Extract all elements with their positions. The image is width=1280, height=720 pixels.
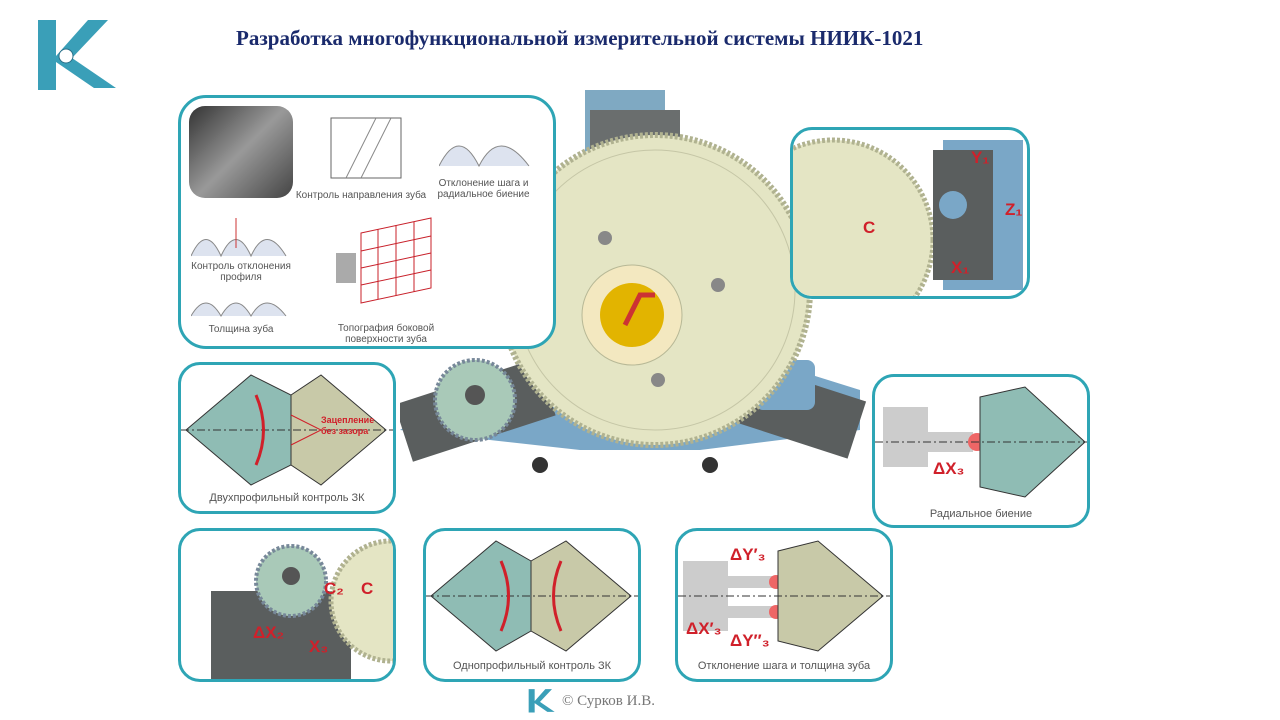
- pitch-thickness-panel: ΔY′₃ ΔY″₃ ΔX′₃ Отклонение шага и толщина…: [675, 528, 893, 682]
- thickness-diagram: [191, 302, 287, 317]
- caption-double-flank: Двухпрофильный контроль ЗК: [209, 492, 365, 504]
- axis-y1-label: Y₁: [971, 148, 990, 167]
- footer: © Сурков И.В.: [528, 688, 655, 714]
- axis-c-label: C: [863, 218, 876, 237]
- x3-label: X₃: [309, 637, 329, 656]
- axis-z1-label: Z₁: [1005, 200, 1023, 219]
- axes-panel: C Y₁ Z₁ X₁: [790, 127, 1030, 299]
- caption-single-flank: Однопрофильный контроль ЗК: [452, 660, 612, 672]
- dy2-label: ΔY″₃: [730, 631, 770, 650]
- pitch-diagram: [439, 145, 530, 168]
- setup-panel: C₂ C ΔX₂ X₃: [178, 528, 396, 682]
- page-title: Разработка многофункциональной измерител…: [236, 26, 924, 50]
- caption-runout: Радиальное биение: [929, 508, 1033, 520]
- dx2-label: ΔX₂: [253, 623, 285, 642]
- caption-topography: Топография боковой поверхности зуба: [337, 323, 435, 345]
- single-flank-panel: Однопрофильный контроль ЗК: [423, 528, 641, 682]
- gear-photo: [189, 106, 293, 198]
- mesh-note: Зацепление без зазора: [321, 415, 375, 436]
- c2-label: C₂: [324, 579, 344, 598]
- footer-logo: [528, 689, 555, 713]
- caption-pitch-runout: Отклонение шага и радиальное биение: [437, 178, 530, 200]
- topography-grid: [336, 217, 432, 304]
- caption-profile: Контроль отклонения профиля: [191, 261, 291, 283]
- caption-pitch-thickness: Отклонение шага и толщина зуба: [697, 660, 871, 672]
- c-label: C: [361, 579, 374, 598]
- double-flank-diagram: [181, 374, 393, 486]
- axis-x1-label: X₁: [951, 258, 970, 277]
- caption-tooth-direction: Контроль направления зуба: [295, 190, 427, 201]
- dx-label: ΔX′₃: [686, 619, 722, 638]
- dy1-label: ΔY′₃: [730, 545, 766, 564]
- profile-diagram: [191, 218, 287, 258]
- measurement-types-panel: Контроль направления зуба Отклонение шаг…: [178, 95, 556, 349]
- single-flank-diagram: [426, 540, 638, 652]
- pitch-thickness-diagram: [678, 540, 890, 652]
- axes-illustration: [793, 137, 1023, 296]
- copyright: © Сурков И.В.: [562, 692, 655, 709]
- caption-thickness: Толщина зуба: [208, 324, 274, 335]
- runout-dx-label: ΔX₃: [933, 459, 965, 478]
- runout-diagram: [875, 386, 1087, 498]
- setup-illustration: [211, 538, 393, 679]
- tooth-direction-diagram: [330, 117, 402, 179]
- double-flank-panel: Зацепление без зазора Двухпрофильный кон…: [178, 362, 396, 514]
- runout-panel: ΔX₃ Радиальное биение: [872, 374, 1090, 528]
- logo: [38, 20, 116, 90]
